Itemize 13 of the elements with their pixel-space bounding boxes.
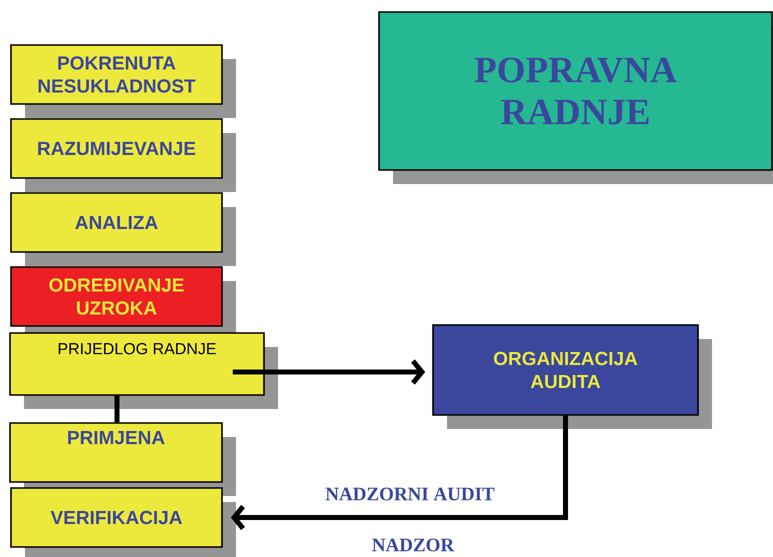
process-box: PRIMJENA — [9, 422, 236, 496]
edge-label: NADZORNI AUDIT — [324, 486, 496, 502]
title-box: POPRAVNA RADNJE — [378, 11, 773, 184]
arrow — [232, 359, 426, 385]
process-box: VERIFIKACIJA — [10, 487, 236, 557]
process-box: POKRENUTA NESUKLADNOST — [10, 44, 236, 118]
arrow — [230, 416, 568, 530]
process-box: ANALIZA — [10, 192, 236, 266]
process-box: PRIJEDLOG RADNJE — [9, 332, 278, 409]
process-box: RAZUMIJEVANJE — [10, 118, 236, 192]
process-box: ORGANIZACIJA AUDITA — [432, 324, 712, 429]
label-text: NADZOR — [372, 538, 454, 552]
process-box: ODREĐIVANJE UZROKA — [10, 266, 236, 340]
